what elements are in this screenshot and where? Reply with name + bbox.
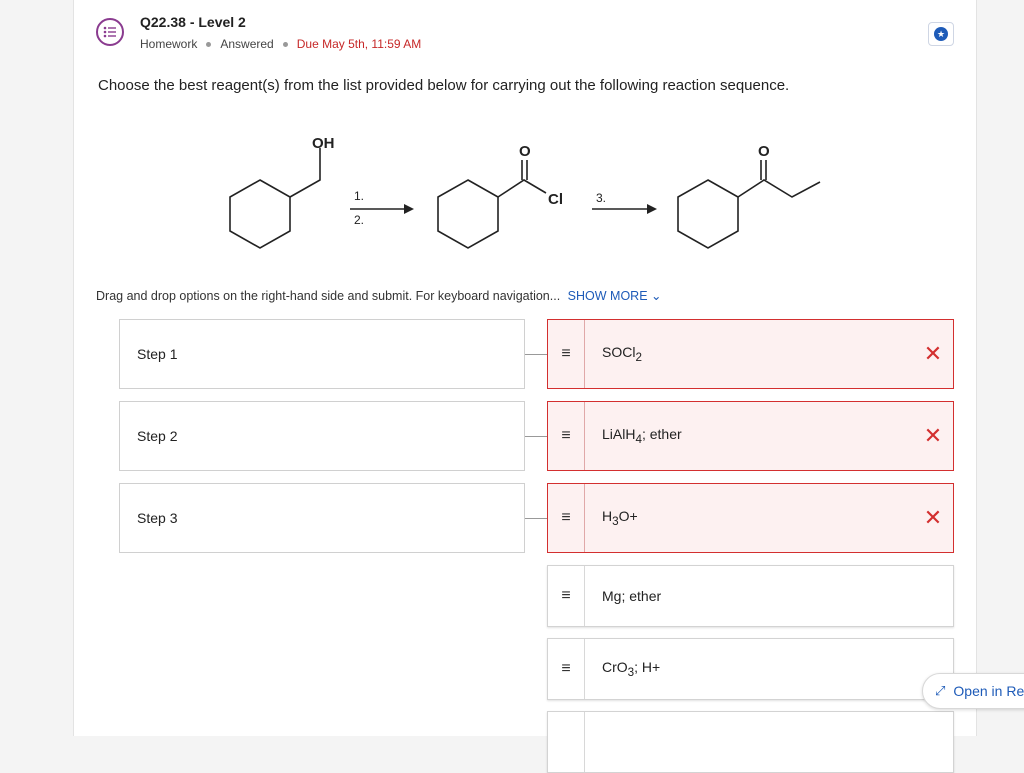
oh-label: OH [312,135,335,152]
ketone-chain [737,179,821,198]
drag-handle-icon[interactable] [548,712,585,772]
star-icon: ★ [934,27,948,41]
bank-option-partial[interactable] [547,711,954,773]
meta-status: Answered [220,37,274,51]
question-list-icon [96,18,124,46]
step-label: Step 1 [137,346,178,362]
option-label: LiAlH4; ether [602,426,682,446]
incorrect-x-icon: ✕ [923,423,943,448]
o-label-2: O [758,143,770,160]
question-prompt: Choose the best reagent(s) from the list… [98,77,790,94]
meta-type: Homework [140,37,198,51]
meta-separator [206,41,212,47]
step-1-dropzone[interactable]: Step 1 [119,319,525,389]
reaction-scheme: OH 1. 2. O Cl 3. O [229,135,821,249]
connector-line [525,436,548,437]
step-2-dropzone[interactable]: Step 2 [119,401,525,471]
incorrect-x-icon: ✕ [923,341,943,366]
question-meta: Homework Answered Due May 5th, 11:59 AM [140,37,421,51]
drag-handle-icon[interactable]: ≡ [548,402,585,470]
instructions-text: Drag and drop options on the right-hand … [96,289,561,303]
step2-arrow-label: 2. [354,213,364,227]
placed-option-socl2[interactable]: ≡ SOCl2 ✕ [547,319,954,389]
placed-option-h3o[interactable]: ≡ H3O+ ✕ [547,483,954,553]
incorrect-x-icon: ✕ [923,505,943,530]
step3-arrow-label: 3. [596,191,606,205]
bank-option-cro3[interactable]: ≡ CrO3; H+ [547,638,954,700]
step-label: Step 2 [137,428,178,444]
drag-instructions: Drag and drop options on the right-hand … [96,288,662,303]
open-button-label: Open in Re [953,683,1024,699]
o-label-1: O [519,143,531,160]
expand-arrow-icon: ⤢ [935,683,946,698]
arrowhead-1 [404,204,414,214]
cl-label: Cl [548,191,563,208]
step-label: Step 3 [137,510,178,526]
option-label: SOCl2 [602,344,642,364]
show-more-link[interactable]: SHOW MORE ⌄ [568,289,662,303]
bank-option-mg-ether[interactable]: ≡ Mg; ether [547,565,954,627]
meta-due: Due May 5th, 11:59 AM [296,37,422,51]
drag-handle-icon[interactable]: ≡ [548,320,585,388]
drag-handle-icon[interactable]: ≡ [548,639,585,699]
question-title: Q22.38 - Level 2 [140,14,246,30]
connector-line [525,518,548,519]
chevron-down-icon: ⌄ [651,289,662,303]
show-more-label: SHOW MORE [567,289,648,303]
ch2oh-bond [289,148,321,198]
drag-handle-icon[interactable]: ≡ [548,484,585,552]
arrowhead-2 [647,204,657,214]
meta-separator [282,41,288,47]
step-3-dropzone[interactable]: Step 3 [119,483,525,553]
open-in-reader-button[interactable]: ⤢ Open in Re [922,673,1024,709]
cyclohexane-ring-1 [229,179,291,249]
cyclohexane-ring-2 [437,179,499,249]
bookmark-button[interactable]: ★ [928,22,954,46]
option-label: CrO3; H+ [602,659,661,679]
placed-option-lialh4[interactable]: ≡ LiAlH4; ether ✕ [547,401,954,471]
cyclohexane-ring-3 [677,179,739,249]
acyl-chain [497,179,547,198]
connector-line [525,354,548,355]
drag-handle-icon[interactable]: ≡ [548,566,585,626]
option-label: Mg; ether [602,588,662,604]
option-label: H3O+ [602,508,638,528]
step1-arrow-label: 1. [354,189,364,203]
